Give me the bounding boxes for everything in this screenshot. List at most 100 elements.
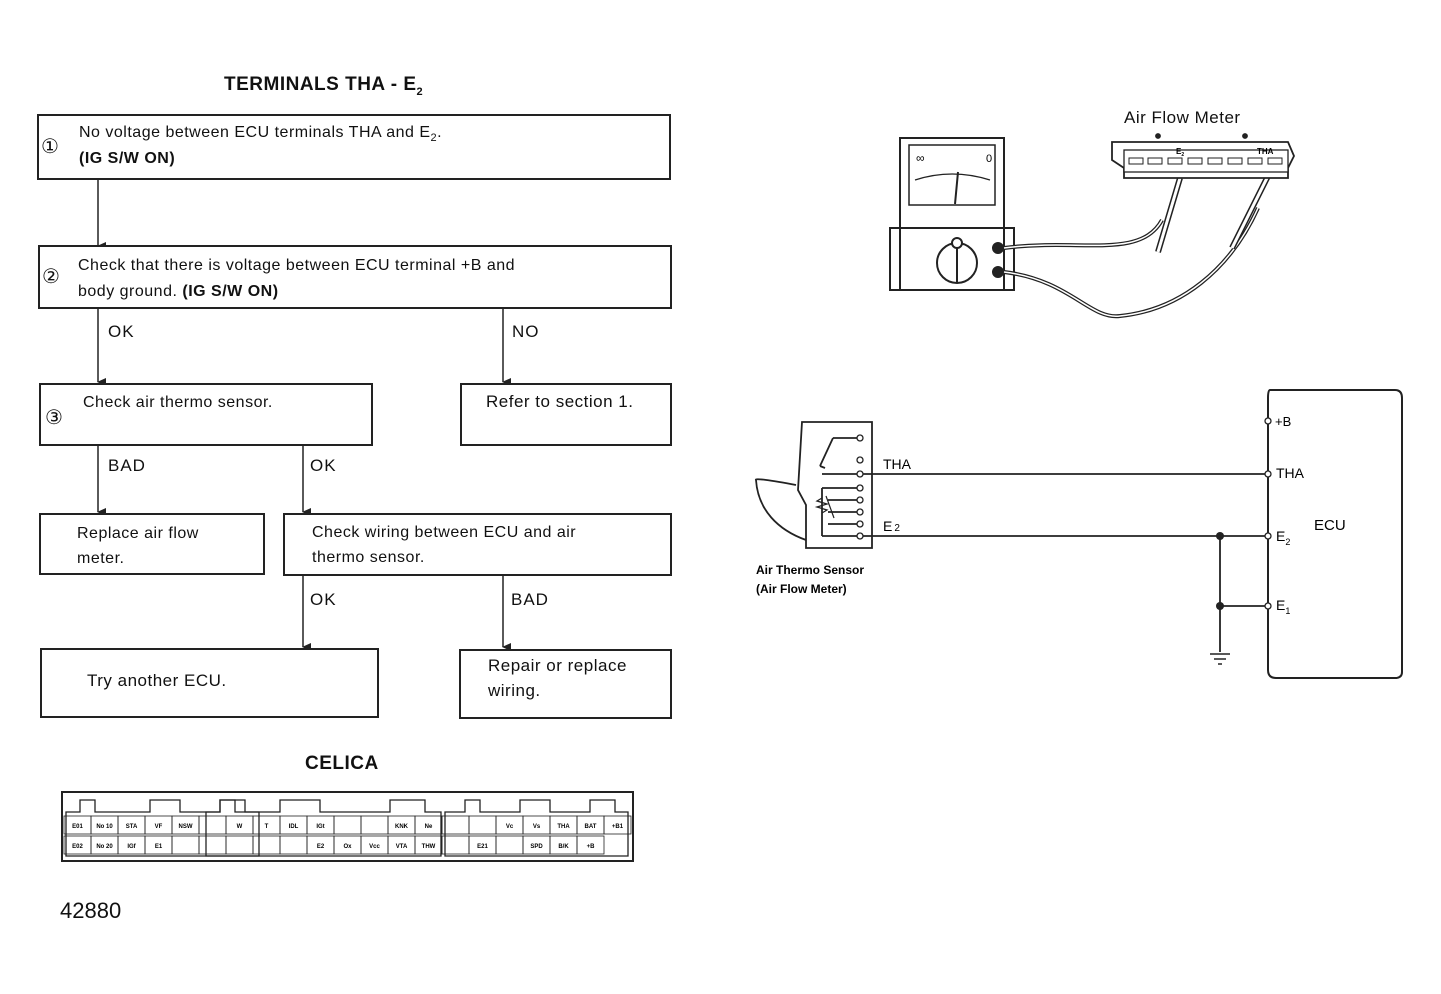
wiring-line1: Check wiring between ECU and air	[312, 524, 577, 541]
step1-line1: No voltage between ECU terminals THA and…	[79, 120, 442, 151]
step2-number: ②	[42, 264, 60, 288]
afm-connector	[1111, 133, 1295, 179]
afm-pin-e2: E2	[1176, 147, 1184, 158]
step2-line1: Check that there is voltage between ECU …	[78, 257, 516, 274]
step2-line2: body ground. (IG S/W ON)	[78, 279, 279, 304]
circuit-wires	[863, 473, 1268, 652]
flowchart-title-text: TERMINALS THA - E	[224, 74, 417, 95]
connector-pin-label: B/K	[558, 844, 569, 850]
connector-pin-label: BAT	[585, 824, 597, 830]
connector-pin-label: W	[237, 824, 243, 830]
connector-pin-label: Vc	[506, 824, 514, 830]
label-ok-wiring: OK	[310, 590, 337, 609]
label-bad-wiring: BAD	[511, 590, 549, 609]
connector-title: CELICA	[305, 753, 379, 774]
ecu-label: ECU	[1314, 517, 1346, 534]
connector-pin-label: SPD	[530, 844, 543, 850]
connector-pin-label: E02	[72, 844, 83, 850]
wiring-box: Check wiring between ECU and air thermo …	[283, 513, 672, 576]
sensor-label-line1: Air Thermo Sensor	[756, 563, 864, 577]
ecu-term-e2: E2	[1276, 528, 1290, 547]
connector-pin-label: E2	[317, 844, 325, 850]
scale-zero: 0	[986, 153, 992, 165]
connector-pin-label: E1	[155, 844, 163, 850]
replace-box: Replace air flow meter.	[39, 513, 265, 575]
wire-label-tha: THA	[883, 456, 912, 472]
connector-block-2	[205, 799, 442, 857]
meter-diagram: ∞ 0 E2 THA	[889, 133, 1295, 319]
try-ecu-box: Try another ECU.	[40, 648, 379, 718]
step1-line2: (IG S/W ON)	[79, 150, 176, 167]
connector-pin-label: STA	[126, 824, 138, 830]
ecu-connector: E01 No 10 STA VF NSW W T IDL IGt KNK Ne Vc Vs THA BAT +…	[61, 791, 634, 862]
ecu-box	[1267, 389, 1403, 679]
connector-pin-label: IDL	[289, 824, 299, 830]
try-ecu-text: Try another ECU.	[87, 671, 227, 690]
flowchart-title: TERMINALS THA - E2	[224, 74, 423, 98]
flowchart-title-sub: 2	[416, 85, 424, 98]
connector-pin-label: +B1	[612, 824, 624, 830]
label-bad-step3: BAD	[108, 456, 146, 475]
connector-pin-label: T	[265, 824, 269, 830]
flowchart-connectors	[97, 179, 511, 651]
connector-pin-label: Vs	[533, 824, 541, 830]
step1-line1-sub: 2	[430, 132, 438, 145]
ground-icon	[1210, 653, 1230, 665]
wiring-line2: thermo sensor.	[312, 549, 425, 566]
ecu-term-e1: E1	[1276, 597, 1290, 616]
connector-pin-label: Ne	[425, 824, 433, 830]
step3-number: ③	[45, 405, 63, 429]
step1-line1-end: .	[437, 124, 443, 141]
connector-pin-label: IGt	[316, 824, 324, 830]
connector-pin-label: THA	[557, 824, 570, 830]
step2-line2-bold: (IG S/W ON)	[182, 283, 279, 300]
connector-pin-label: No 10	[96, 824, 113, 830]
connector-pin-label: No 20	[96, 844, 113, 850]
step2-box: ② Check that there is voltage between EC…	[38, 245, 672, 309]
connector-block-3	[444, 799, 629, 857]
afm-title: Air Flow Meter	[1124, 108, 1241, 127]
connector-pin-label: THW	[422, 844, 436, 850]
step2-line2-pre: body ground.	[78, 283, 178, 300]
connector-pin-label: KNK	[395, 824, 409, 830]
sensor-label-line2: (Air Flow Meter)	[756, 582, 847, 596]
connector-pin-label: E01	[72, 824, 83, 830]
label-no-step2: NO	[512, 322, 540, 341]
connector-cells: E01 No 10 STA VF NSW W T IDL IGt KNK Ne Vc Vs THA BAT +…	[63, 815, 632, 855]
test-leads	[1003, 170, 1273, 319]
step1-box: ① No voltage between ECU terminals THA a…	[37, 114, 671, 180]
refer-box: Refer to section 1.	[460, 383, 672, 446]
label-ok-step2: OK	[108, 322, 135, 341]
afm-pin-tha: THA	[1257, 147, 1274, 156]
connector-pin-label: Vcc	[369, 844, 380, 850]
connector-pin-label: +B	[587, 844, 596, 850]
sensor-terminals	[856, 434, 864, 540]
step3-line1: Check air thermo sensor.	[83, 394, 273, 411]
ecu-terminal-points	[1264, 417, 1272, 610]
figure-id: 42880	[60, 898, 122, 923]
connector-pin-label: VTA	[396, 844, 408, 850]
connector-pin-label: VF	[155, 824, 163, 830]
connector-pin-label: Ox	[343, 844, 352, 850]
air-thermo-sensor-symbol	[755, 421, 873, 549]
connector-pin-label: NSW	[179, 824, 193, 830]
ecu-term-b: +B	[1275, 414, 1291, 429]
connector-pin-label: E21	[477, 844, 488, 850]
repair-box: Repair or replace wiring.	[459, 649, 672, 719]
connector-cell	[603, 815, 632, 835]
label-ok-step3: OK	[310, 456, 337, 475]
replace-line1: Replace air flow	[77, 525, 199, 542]
replace-line2: meter.	[77, 550, 125, 567]
refer-text: Refer to section 1.	[486, 392, 634, 411]
step1-line1-text: No voltage between ECU terminals THA and…	[79, 124, 431, 141]
connector-block-1	[65, 799, 260, 857]
connector-pin-label: IGf	[127, 844, 136, 850]
step1-number: ①	[41, 134, 59, 158]
ohmmeter-icon	[889, 137, 1015, 291]
repair-line2: wiring.	[488, 681, 541, 700]
step3-box: ③ Check air thermo sensor.	[39, 383, 373, 446]
scale-inf: ∞	[916, 151, 925, 165]
repair-line1: Repair or replace	[488, 656, 627, 675]
